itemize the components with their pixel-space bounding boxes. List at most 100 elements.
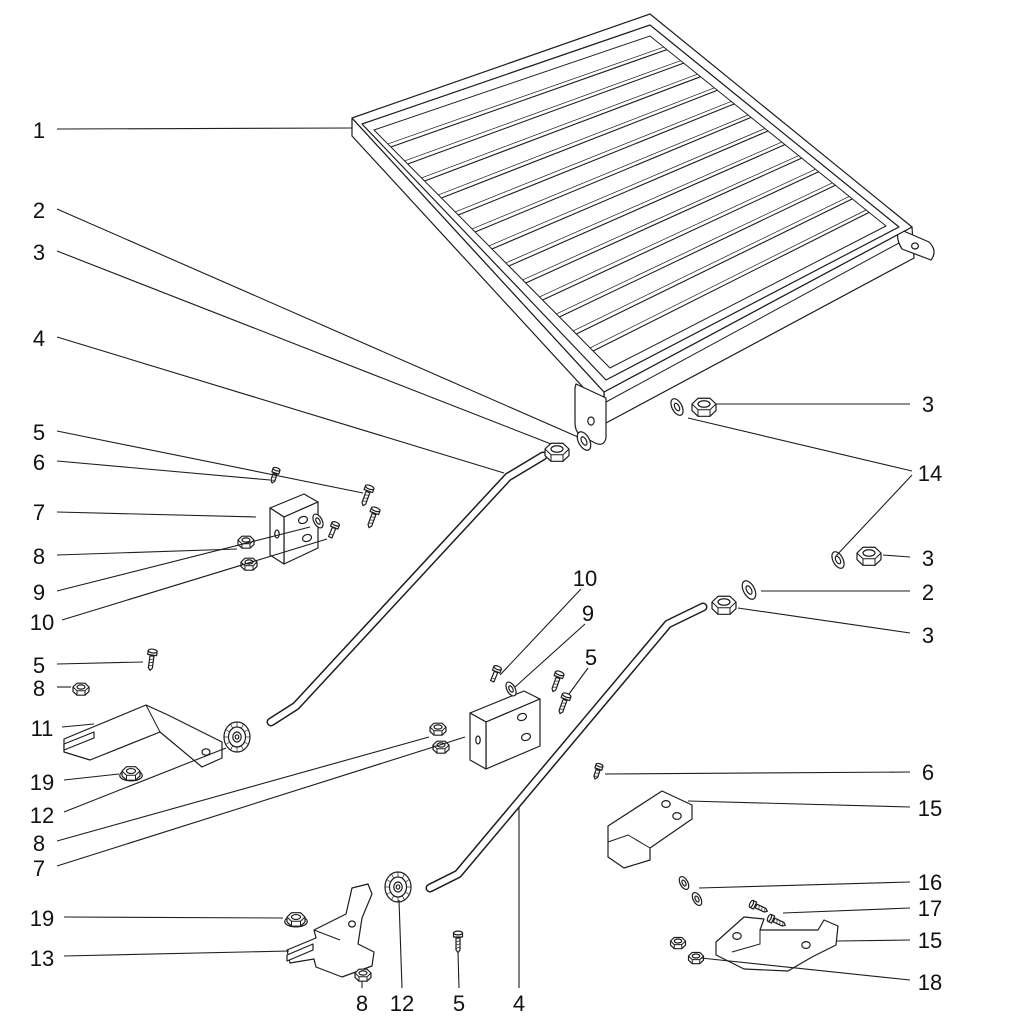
slat-line bbox=[542, 171, 819, 301]
nut-edge bbox=[711, 601, 737, 609]
callout-label: 15 bbox=[918, 796, 942, 821]
thread-line bbox=[370, 516, 375, 518]
nut-hole bbox=[76, 684, 86, 690]
slat-line bbox=[525, 157, 802, 284]
hex-nut bbox=[432, 740, 450, 754]
bracket-hole bbox=[516, 712, 528, 722]
screw-head-top bbox=[766, 913, 773, 922]
washer-hole bbox=[673, 402, 681, 412]
pin-shaft bbox=[327, 526, 337, 539]
thread-line bbox=[148, 664, 153, 667]
bracket-hole bbox=[297, 515, 309, 525]
slat-line bbox=[471, 114, 749, 230]
callout-label: 10 bbox=[573, 566, 597, 591]
slat-line bbox=[592, 211, 870, 352]
callout-label: 8 bbox=[33, 831, 45, 856]
callout-label: 8 bbox=[356, 991, 368, 1016]
plate-hole bbox=[672, 811, 682, 820]
leader-line bbox=[56, 208, 579, 438]
support-rod-upper bbox=[266, 451, 548, 727]
slat-line bbox=[488, 128, 766, 247]
nut-hole bbox=[241, 537, 251, 543]
screw-shaft bbox=[772, 917, 786, 927]
leader-line bbox=[499, 588, 582, 676]
thread-line bbox=[368, 522, 373, 524]
nut-edge bbox=[429, 726, 447, 732]
nut-edge bbox=[121, 770, 141, 776]
pin-band bbox=[491, 677, 496, 680]
callout-label: 14 bbox=[918, 461, 942, 486]
hex-nut bbox=[711, 595, 737, 615]
roller-tick bbox=[225, 741, 230, 745]
roller-tick bbox=[391, 895, 395, 901]
leader-line bbox=[836, 939, 911, 942]
callout-label: 9 bbox=[582, 601, 594, 626]
screw-shaft bbox=[367, 512, 377, 529]
callout-label: 16 bbox=[918, 870, 942, 895]
pin-head-top bbox=[331, 521, 341, 527]
callout-label: 7 bbox=[33, 500, 45, 525]
callout-label: 12 bbox=[390, 991, 414, 1016]
nut-hole bbox=[358, 970, 368, 976]
slat-line bbox=[522, 155, 799, 281]
thread-line bbox=[364, 494, 369, 496]
thread-line bbox=[270, 479, 276, 481]
screw bbox=[551, 670, 565, 693]
thread-line bbox=[779, 920, 781, 925]
leader-line bbox=[568, 667, 589, 695]
callout-label: 18 bbox=[918, 970, 942, 995]
callout-label: 15 bbox=[918, 928, 942, 953]
thread-line bbox=[554, 680, 559, 682]
table-top-assembly bbox=[351, 13, 935, 445]
thread-line bbox=[761, 906, 763, 911]
rod-body bbox=[268, 453, 546, 725]
leader-line bbox=[61, 538, 328, 621]
thread-line bbox=[593, 775, 599, 777]
callouts: 1234567891058111912871913314323615161715… bbox=[30, 118, 942, 1016]
screw-head-top bbox=[561, 692, 572, 699]
thread-line bbox=[455, 946, 461, 949]
leader-line bbox=[56, 250, 552, 445]
screw-shaft bbox=[754, 903, 768, 913]
slat-line bbox=[573, 196, 850, 332]
callout-label: 5 bbox=[33, 420, 45, 445]
screw-head-top bbox=[748, 899, 755, 908]
nut-edge bbox=[544, 448, 570, 456]
slat-line bbox=[491, 130, 769, 250]
nut-edge bbox=[286, 916, 306, 922]
washer-hole bbox=[694, 895, 700, 903]
roller-hole bbox=[234, 734, 240, 740]
nut-hole bbox=[550, 445, 564, 453]
slat-line bbox=[539, 168, 816, 298]
callout-label: 3 bbox=[33, 240, 45, 265]
bracket-body bbox=[63, 704, 223, 768]
hex-nut bbox=[544, 442, 570, 462]
flange-hole bbox=[587, 416, 595, 426]
nut-hole bbox=[862, 549, 876, 557]
callout-label: 12 bbox=[30, 803, 54, 828]
callout-label: 11 bbox=[31, 716, 54, 741]
roller-tick bbox=[240, 723, 244, 729]
nut-edge bbox=[72, 686, 90, 692]
slat-line bbox=[424, 76, 701, 182]
slat-line bbox=[441, 89, 718, 199]
callout-label: 2 bbox=[33, 198, 45, 223]
screw bbox=[452, 930, 464, 954]
screw bbox=[766, 913, 786, 927]
callout-label: 7 bbox=[33, 856, 45, 881]
hex-nut bbox=[856, 546, 882, 566]
roller-tick bbox=[405, 891, 410, 895]
roller-tick bbox=[405, 879, 410, 883]
leader-line bbox=[700, 957, 911, 981]
screw-head-top bbox=[452, 930, 464, 936]
washer bbox=[670, 398, 684, 416]
screw-head-top bbox=[147, 648, 158, 654]
leader-line bbox=[56, 127, 353, 130]
screw-shaft bbox=[147, 655, 155, 671]
slat-line bbox=[505, 141, 782, 264]
washer bbox=[831, 551, 845, 569]
callout-label: 19 bbox=[30, 906, 54, 931]
callout-label: 3 bbox=[922, 392, 934, 417]
leader-line bbox=[56, 736, 430, 842]
screw-head-top bbox=[364, 484, 375, 491]
